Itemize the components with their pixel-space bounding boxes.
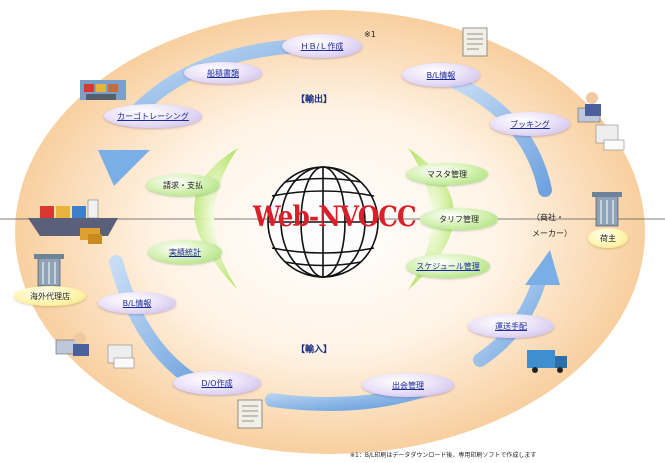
tariff-management-item[interactable]: タリフ管理 bbox=[420, 208, 498, 230]
shipper-badge: 荷主 bbox=[588, 228, 628, 248]
import-bl-info-link[interactable]: B/L情報 bbox=[98, 292, 176, 314]
import-section-title: 【輸入】 bbox=[296, 342, 332, 355]
billing-payment-item[interactable]: 請求・支払 bbox=[146, 174, 220, 196]
shipper-note: （商社・ メーカー） bbox=[532, 210, 572, 242]
do-create-link[interactable]: D/O作成 bbox=[173, 371, 261, 395]
port-icon bbox=[80, 80, 126, 100]
schedule-management-link[interactable]: スケジュール管理 bbox=[406, 254, 490, 278]
footnote-marker: ※1 bbox=[364, 30, 376, 39]
hbl-create-link[interactable]: ＨＢ/Ｌ作成 bbox=[282, 34, 362, 58]
footnote: ※1：B/L印刷はデータダウンロード後、専用印刷ソフトで作成します bbox=[350, 450, 536, 459]
shipping-docs-link[interactable]: 船積書類 bbox=[184, 62, 262, 84]
statistics-link[interactable]: 実績統計 bbox=[148, 240, 222, 264]
brand-logo: Web-NVOCC bbox=[253, 200, 416, 233]
cargo-tracing-link[interactable]: カーゴトレーシング bbox=[104, 104, 202, 128]
export-bl-info-link[interactable]: B/L情報 bbox=[402, 63, 480, 87]
document-icon bbox=[463, 28, 487, 56]
delivery-arrangement-link[interactable]: 運送手配 bbox=[468, 314, 554, 338]
export-section-title: 【輸出】 bbox=[296, 92, 332, 105]
overseas-agent-badge: 海外代理店 bbox=[14, 286, 86, 306]
master-management-item[interactable]: マスタ管理 bbox=[406, 163, 488, 185]
arrival-management-link[interactable]: 出会管理 bbox=[362, 373, 454, 397]
building-icon bbox=[592, 192, 622, 226]
booking-link[interactable]: ブッキング bbox=[490, 112, 570, 136]
building-icon bbox=[34, 254, 64, 286]
document-icon bbox=[238, 400, 262, 428]
